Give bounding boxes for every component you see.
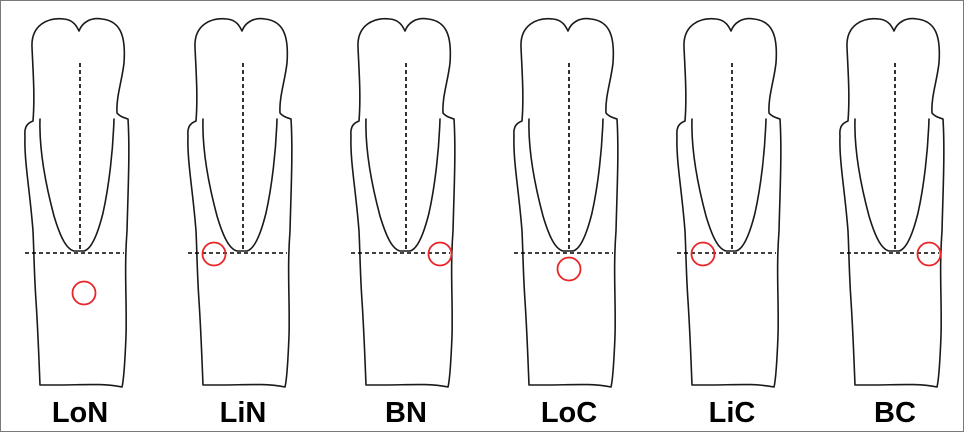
tooth-outline [514,19,618,387]
tooth-outline [25,19,129,387]
panel-label: LoC [541,397,597,429]
panel-label: LiC [709,397,756,429]
panel-2: LiN [188,19,292,429]
panel-label: BN [385,397,427,429]
panel-label: BC [874,397,916,429]
panel-6: BC [840,19,944,429]
panel-label: LoN [52,397,108,429]
tooth-outline [840,19,944,387]
panel-4: LoC [514,19,618,429]
panel-label: LiN [220,397,267,429]
tooth-outline [188,19,292,387]
tooth-outline [351,19,455,387]
panel-1: LoN [25,19,129,429]
panel-5: LiC [677,19,781,429]
panel-3: BN [351,19,455,429]
tooth-outline [677,19,781,387]
